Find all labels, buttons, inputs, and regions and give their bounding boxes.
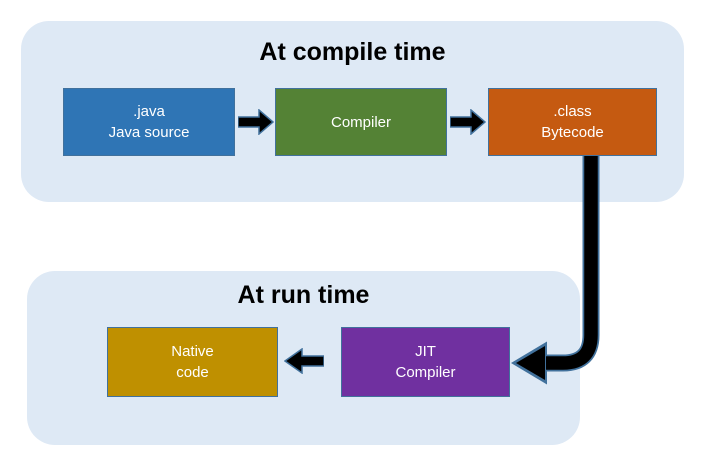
- elbow-arrow-icon: [511, 156, 600, 385]
- bytecode-box: .class Bytecode: [488, 88, 657, 156]
- bytecode-line1: .class: [553, 103, 592, 120]
- compiler-box: Compiler: [275, 88, 447, 156]
- run-time-title: At run time: [237, 281, 370, 309]
- bytecode-line2: Bytecode: [541, 124, 604, 141]
- elbow-head: [516, 346, 545, 380]
- arrow-right-icon: [238, 109, 274, 135]
- native-code-line2: code: [176, 364, 209, 381]
- native-code-line1: Native: [171, 343, 214, 360]
- compiler-line1: Compiler: [330, 113, 391, 131]
- arrow-right-shape: [238, 109, 274, 135]
- jit-compiler-line1: JIT: [415, 343, 436, 360]
- elbow-line: [546, 156, 598, 370]
- jit-compiler-line2: Compiler: [395, 364, 456, 381]
- java-source-box: .java Java source: [63, 88, 235, 156]
- arrow-right-shape: [450, 109, 486, 135]
- arrow-left-shape: [284, 348, 324, 374]
- java-source-line1: .java: [133, 103, 165, 120]
- arrow-right-icon: [450, 109, 486, 135]
- java-source-line2: Java source: [108, 124, 190, 141]
- native-code-box: Native code: [107, 327, 278, 397]
- compile-time-title: At compile time: [259, 38, 446, 66]
- jit-compiler-box: JIT Compiler: [341, 327, 510, 397]
- arrow-left-icon: [284, 348, 324, 374]
